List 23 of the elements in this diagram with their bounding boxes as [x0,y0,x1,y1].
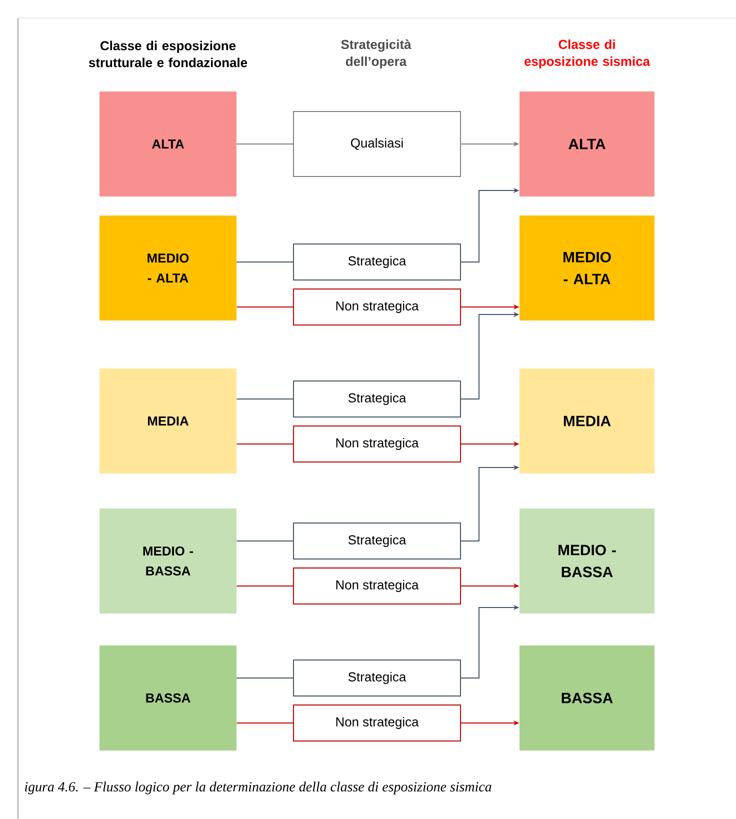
option-box: Non strategica [293,568,461,604]
option-box: Strategica [293,380,461,418]
class-box: BASSA [520,646,654,750]
class-box: MEDIO - ALTA [100,216,236,320]
option-box: Qualsiasi [293,111,461,177]
class-box: MEDIO - BASSA [520,508,654,614]
class-box: ALTA [520,92,654,196]
class-box: MEDIA [100,368,236,474]
option-box: Strategica [293,244,461,280]
option-box: Non strategica [293,288,461,326]
column-heading: Classe di esposizione strutturale e fondazionale [88,40,248,68]
class-box: MEDIO - BASSA [100,508,236,614]
class-box: MEDIA [520,368,654,474]
column-heading: Strategicità dell’opera [341,39,412,69]
class-box: MEDIO - ALTA [520,216,654,320]
caption: igura 4.6. – Flusso logico per la determinazione della classe di esposizione sismica [24,782,492,794]
class-box: ALTA [100,92,236,196]
class-box: BASSA [100,646,236,750]
option-box: Strategica [293,660,461,696]
option-box: Strategica [293,522,461,560]
option-box: Non strategica [293,704,461,742]
option-box: Non strategica [293,426,461,462]
column-heading: Classe di esposizione sismica [524,39,650,68]
